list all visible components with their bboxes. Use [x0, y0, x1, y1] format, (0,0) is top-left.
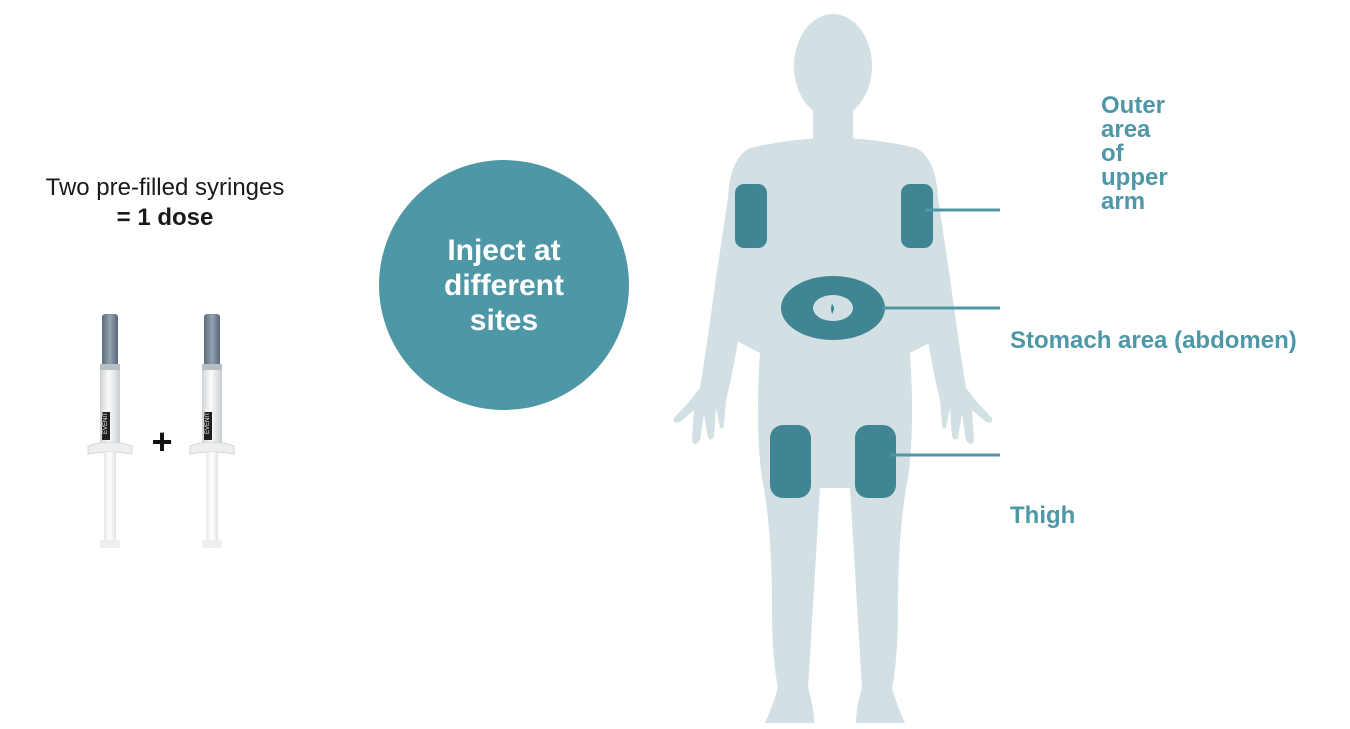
body-silhouette — [660, 8, 1010, 729]
thigh-right-site — [855, 425, 896, 498]
syringe-1-label: EVENITY — [103, 408, 109, 434]
body-outline — [674, 14, 993, 723]
syringes-illustration: EVENITY + EVENITY — [86, 312, 256, 552]
inject-sites-callout: Inject at different sites — [379, 160, 629, 410]
upper-arm-left-site — [735, 184, 767, 248]
thigh-left-site — [770, 425, 811, 498]
stomach-label: Stomach area (abdomen) — [1010, 329, 1345, 353]
dose-caption: Two pre-filled syringes = 1 dose — [0, 173, 330, 233]
syringe-2-label: EVENITY — [205, 408, 211, 434]
inject-sites-text: Inject at different sites — [424, 233, 584, 338]
upper-arm-label: Outer area of upper arm — [1101, 94, 1211, 214]
syringe-1-icon: EVENITY — [88, 314, 132, 548]
thigh-label: Thigh — [1010, 504, 1130, 528]
syringe-2-icon: EVENITY — [190, 314, 234, 548]
plus-icon: + — [151, 421, 172, 462]
dose-caption-line2: = 1 dose — [0, 203, 330, 233]
dose-caption-line1: Two pre-filled syringes — [46, 174, 285, 201]
upper-arm-right-site — [901, 184, 933, 248]
